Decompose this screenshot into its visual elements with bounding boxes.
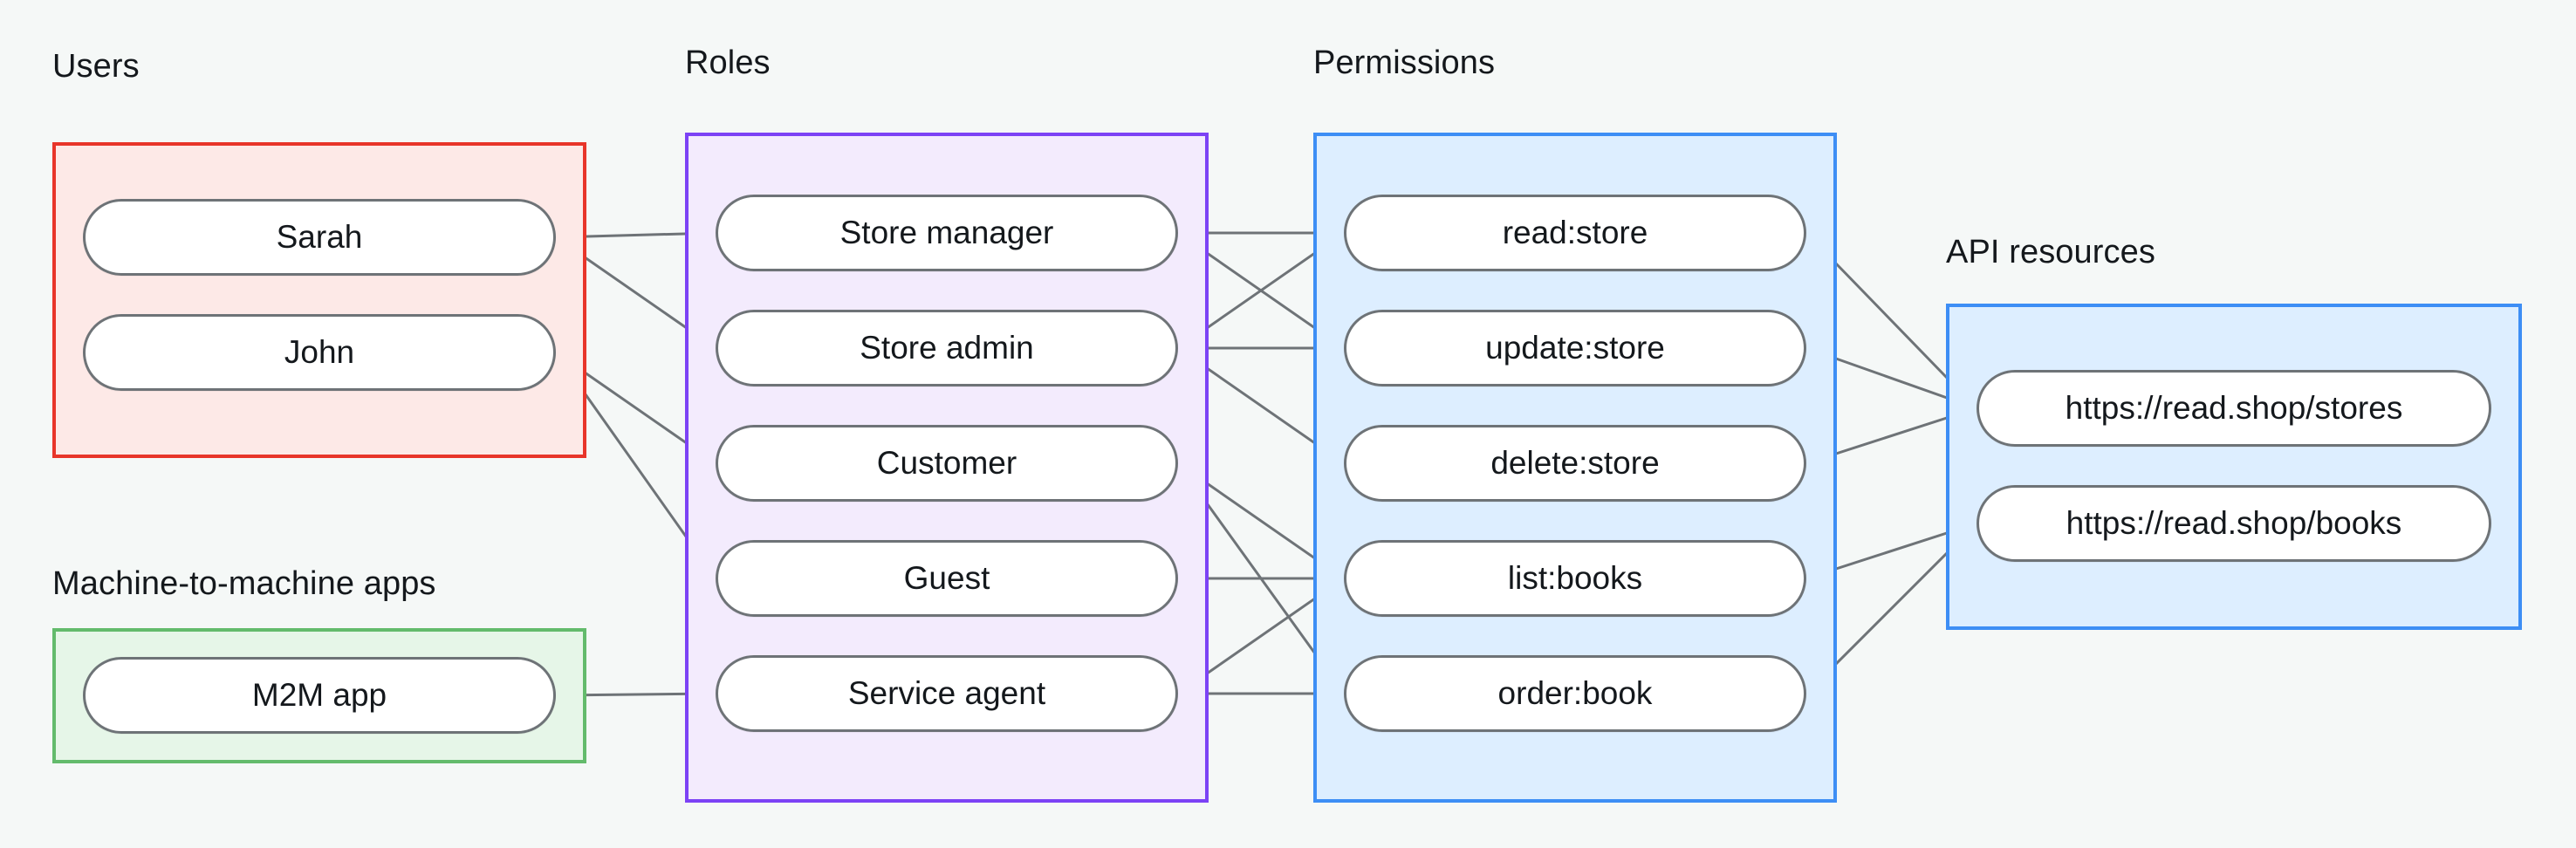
node-res-stores[interactable]: https://read.shop/stores: [1977, 370, 2491, 447]
group-title-users: Users: [52, 48, 140, 85]
node-label-delete-store: delete:store: [1490, 445, 1660, 481]
group-users: [52, 142, 586, 458]
node-update-store[interactable]: update:store: [1344, 310, 1806, 386]
node-label-list-books: list:books: [1507, 560, 1643, 596]
node-label-guest: Guest: [903, 560, 990, 596]
node-label-service-agent: Service agent: [847, 675, 1046, 711]
node-sarah[interactable]: Sarah: [83, 199, 556, 276]
node-m2m-app[interactable]: M2M app: [83, 657, 556, 734]
node-label-m2m-app: M2M app: [251, 677, 387, 713]
node-customer[interactable]: Customer: [716, 425, 1178, 502]
node-john[interactable]: John: [83, 314, 556, 391]
node-label-customer: Customer: [876, 445, 1017, 481]
node-service-agent[interactable]: Service agent: [716, 655, 1178, 732]
node-order-book[interactable]: order:book: [1344, 655, 1806, 732]
group-title-m2m: Machine-to-machine apps: [52, 565, 436, 602]
group-title-permissions: Permissions: [1313, 44, 1496, 81]
node-res-books[interactable]: https://read.shop/books: [1977, 485, 2491, 562]
node-label-order-book: order:book: [1497, 675, 1653, 711]
node-label-read-store: read:store: [1502, 215, 1648, 250]
node-read-store[interactable]: read:store: [1344, 195, 1806, 271]
node-guest[interactable]: Guest: [716, 540, 1178, 617]
group-api-resources: [1946, 304, 2522, 630]
node-label-res-books: https://read.shop/books: [2066, 505, 2402, 541]
node-label-john: John: [284, 334, 355, 370]
group-title-roles: Roles: [685, 44, 771, 81]
node-store-manager[interactable]: Store manager: [716, 195, 1178, 271]
node-label-store-admin: Store admin: [860, 330, 1034, 366]
node-delete-store[interactable]: delete:store: [1344, 425, 1806, 502]
node-label-sarah: Sarah: [276, 219, 363, 255]
node-list-books[interactable]: list:books: [1344, 540, 1806, 617]
group-title-api-resources: API resources: [1946, 234, 2155, 270]
node-label-update-store: update:store: [1485, 330, 1665, 366]
node-label-store-manager: Store manager: [839, 215, 1054, 250]
node-label-res-stores: https://read.shop/stores: [2065, 390, 2403, 426]
node-store-admin[interactable]: Store admin: [716, 310, 1178, 386]
